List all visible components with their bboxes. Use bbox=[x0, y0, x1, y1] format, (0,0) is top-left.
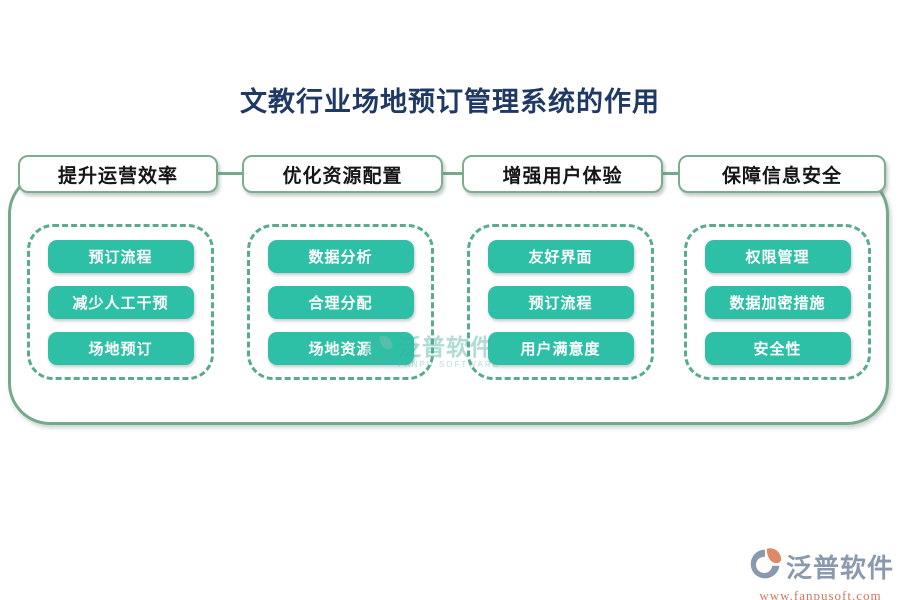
column-header-experience: 增强用户体验 bbox=[462, 155, 663, 193]
column-header-operations: 提升运营效率 bbox=[18, 155, 218, 193]
diagram-node: 用户满意度 bbox=[487, 331, 634, 365]
page-title: 文教行业场地预订管理系统的作用 bbox=[240, 87, 660, 117]
fanpu-swoosh-icon bbox=[747, 546, 783, 587]
diagram-node: 数据分析 bbox=[267, 239, 414, 273]
diagram-node: 预订流程 bbox=[487, 285, 634, 319]
diagram-node: 友好界面 bbox=[487, 239, 634, 273]
footer-brand-text: 泛普软件 bbox=[785, 554, 894, 583]
diagram-node: 场地预订 bbox=[47, 331, 194, 365]
column-header-security: 保障信息安全 bbox=[678, 155, 886, 193]
diagram-node: 减少人工干预 bbox=[47, 285, 194, 319]
column-group-resources: 数据分析 合理分配 场地资源 bbox=[247, 224, 434, 380]
column-group-experience: 友好界面 预订流程 用户满意度 bbox=[467, 224, 654, 380]
column-header-label: 优化资源配置 bbox=[282, 165, 403, 187]
column-group-operations: 预订流程 减少人工干预 场地预订 bbox=[27, 224, 214, 380]
column-header-resources: 优化资源配置 bbox=[242, 155, 443, 193]
column-header-label: 保障信息安全 bbox=[721, 165, 842, 187]
footer-brand-url: www.fanpusoft.com bbox=[759, 588, 882, 600]
diagram-node: 数据加密措施 bbox=[704, 285, 851, 319]
footer-brand-logo: 泛普软件 www.fanpusoft.com bbox=[747, 546, 894, 600]
diagram-node: 权限管理 bbox=[704, 239, 851, 273]
diagram-node: 合理分配 bbox=[267, 285, 414, 319]
diagram-node: 预订流程 bbox=[47, 239, 194, 273]
diagram-node: 场地资源 bbox=[267, 331, 414, 365]
column-header-label: 提升运营效率 bbox=[57, 165, 178, 187]
column-group-security: 权限管理 数据加密措施 安全性 bbox=[684, 224, 871, 380]
diagram-node: 安全性 bbox=[704, 331, 851, 365]
column-header-label: 增强用户体验 bbox=[502, 165, 623, 187]
